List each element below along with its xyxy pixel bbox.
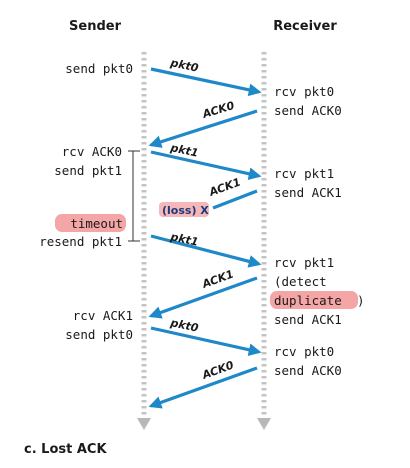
sender-timeline-arrowhead xyxy=(137,418,151,430)
caption: c. Lost ACK xyxy=(24,442,107,457)
receiver-send-ack1-2: send ACK1 xyxy=(274,312,342,327)
arrow-pkt1-resend xyxy=(150,234,262,268)
msg-pkt0: pkt0 xyxy=(168,56,200,75)
receiver-duplicate: duplicate xyxy=(274,293,342,308)
msg-pkt1-resend: pkt1 xyxy=(168,230,199,249)
msg-pkt1: pkt1 xyxy=(168,141,199,160)
sender-send-pkt0-2: send pkt0 xyxy=(65,327,133,342)
receiver-timeline-arrowhead xyxy=(257,418,271,430)
arrow-ack0 xyxy=(148,109,258,148)
sender-rcv-ack0: rcv ACK0 xyxy=(62,144,122,159)
timer-bracket xyxy=(128,150,134,242)
sender-resend-pkt1: resend pkt1 xyxy=(39,234,122,249)
receiver-send-ack1: send ACK1 xyxy=(274,185,342,200)
receiver-rcv-pkt1-2: rcv pkt1 xyxy=(274,255,334,270)
arrow-ack1 xyxy=(148,276,258,319)
arrow-pkt0-2 xyxy=(150,326,262,357)
receiver-rcv-pkt0: rcv pkt0 xyxy=(274,84,334,99)
receiver-send-ack0: send ACK0 xyxy=(274,103,342,118)
duplicate-highlight xyxy=(270,291,358,309)
receiver-detect-close: ) xyxy=(357,293,365,308)
receiver-rcv-pkt1: rcv pkt1 xyxy=(274,166,334,181)
arrow-pkt0 xyxy=(150,67,262,97)
receiver-send-ack0-2: send ACK0 xyxy=(274,363,342,378)
sender-send-pkt1: send pkt1 xyxy=(54,163,122,178)
receiver-rcv-pkt0-2: rcv pkt0 xyxy=(274,344,334,359)
loss-label: (loss) X xyxy=(162,204,209,217)
arrow-ack0-2 xyxy=(148,366,258,409)
arrow-ack1-lost xyxy=(212,189,258,210)
sender-header: Sender xyxy=(69,19,122,34)
receiver-header: Receiver xyxy=(273,19,337,34)
msg-pkt0-2: pkt0 xyxy=(168,316,200,335)
loss-box xyxy=(159,202,209,217)
msg-ack1-lost: ACK1 xyxy=(207,176,243,200)
sender-timeout: timeout xyxy=(70,216,123,231)
arrow-pkt1 xyxy=(150,150,262,181)
sender-rcv-ack1: rcv ACK1 xyxy=(73,308,133,323)
receiver-detect: (detect xyxy=(274,274,327,289)
sender-send-pkt0: send pkt0 xyxy=(65,61,133,76)
timeout-highlight xyxy=(55,214,126,232)
